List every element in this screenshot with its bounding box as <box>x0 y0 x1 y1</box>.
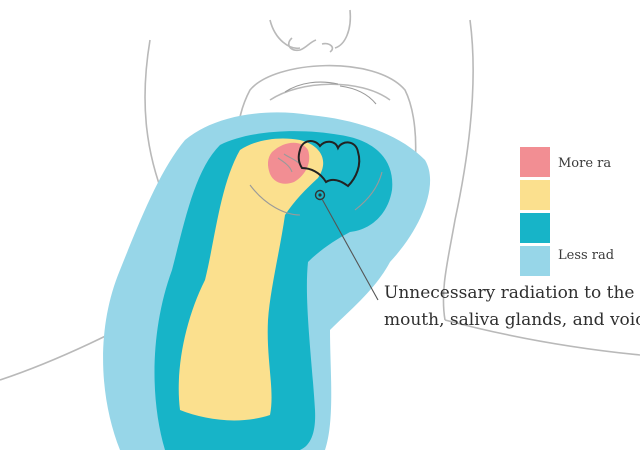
target-point <box>314 189 326 201</box>
annotation-leader-line <box>321 198 379 301</box>
annotation-line-2: mouth, saliva glands, and voice <box>384 310 640 330</box>
legend-swatch-mid-low <box>520 213 550 243</box>
dose-regions <box>103 112 431 450</box>
mouth-details <box>249 81 383 216</box>
mid-high-dose-region <box>178 138 324 421</box>
legend-swatch-less <box>520 246 550 276</box>
legend-swatch-more <box>520 147 550 177</box>
tongue-outline <box>297 140 361 188</box>
legend-label-more: More ra <box>558 156 612 171</box>
annotation-line-1: Unnecessary radiation to the <box>384 283 635 303</box>
legend-swatch-mid-high <box>520 180 550 210</box>
legend-label-less: Less rad <box>558 248 615 263</box>
